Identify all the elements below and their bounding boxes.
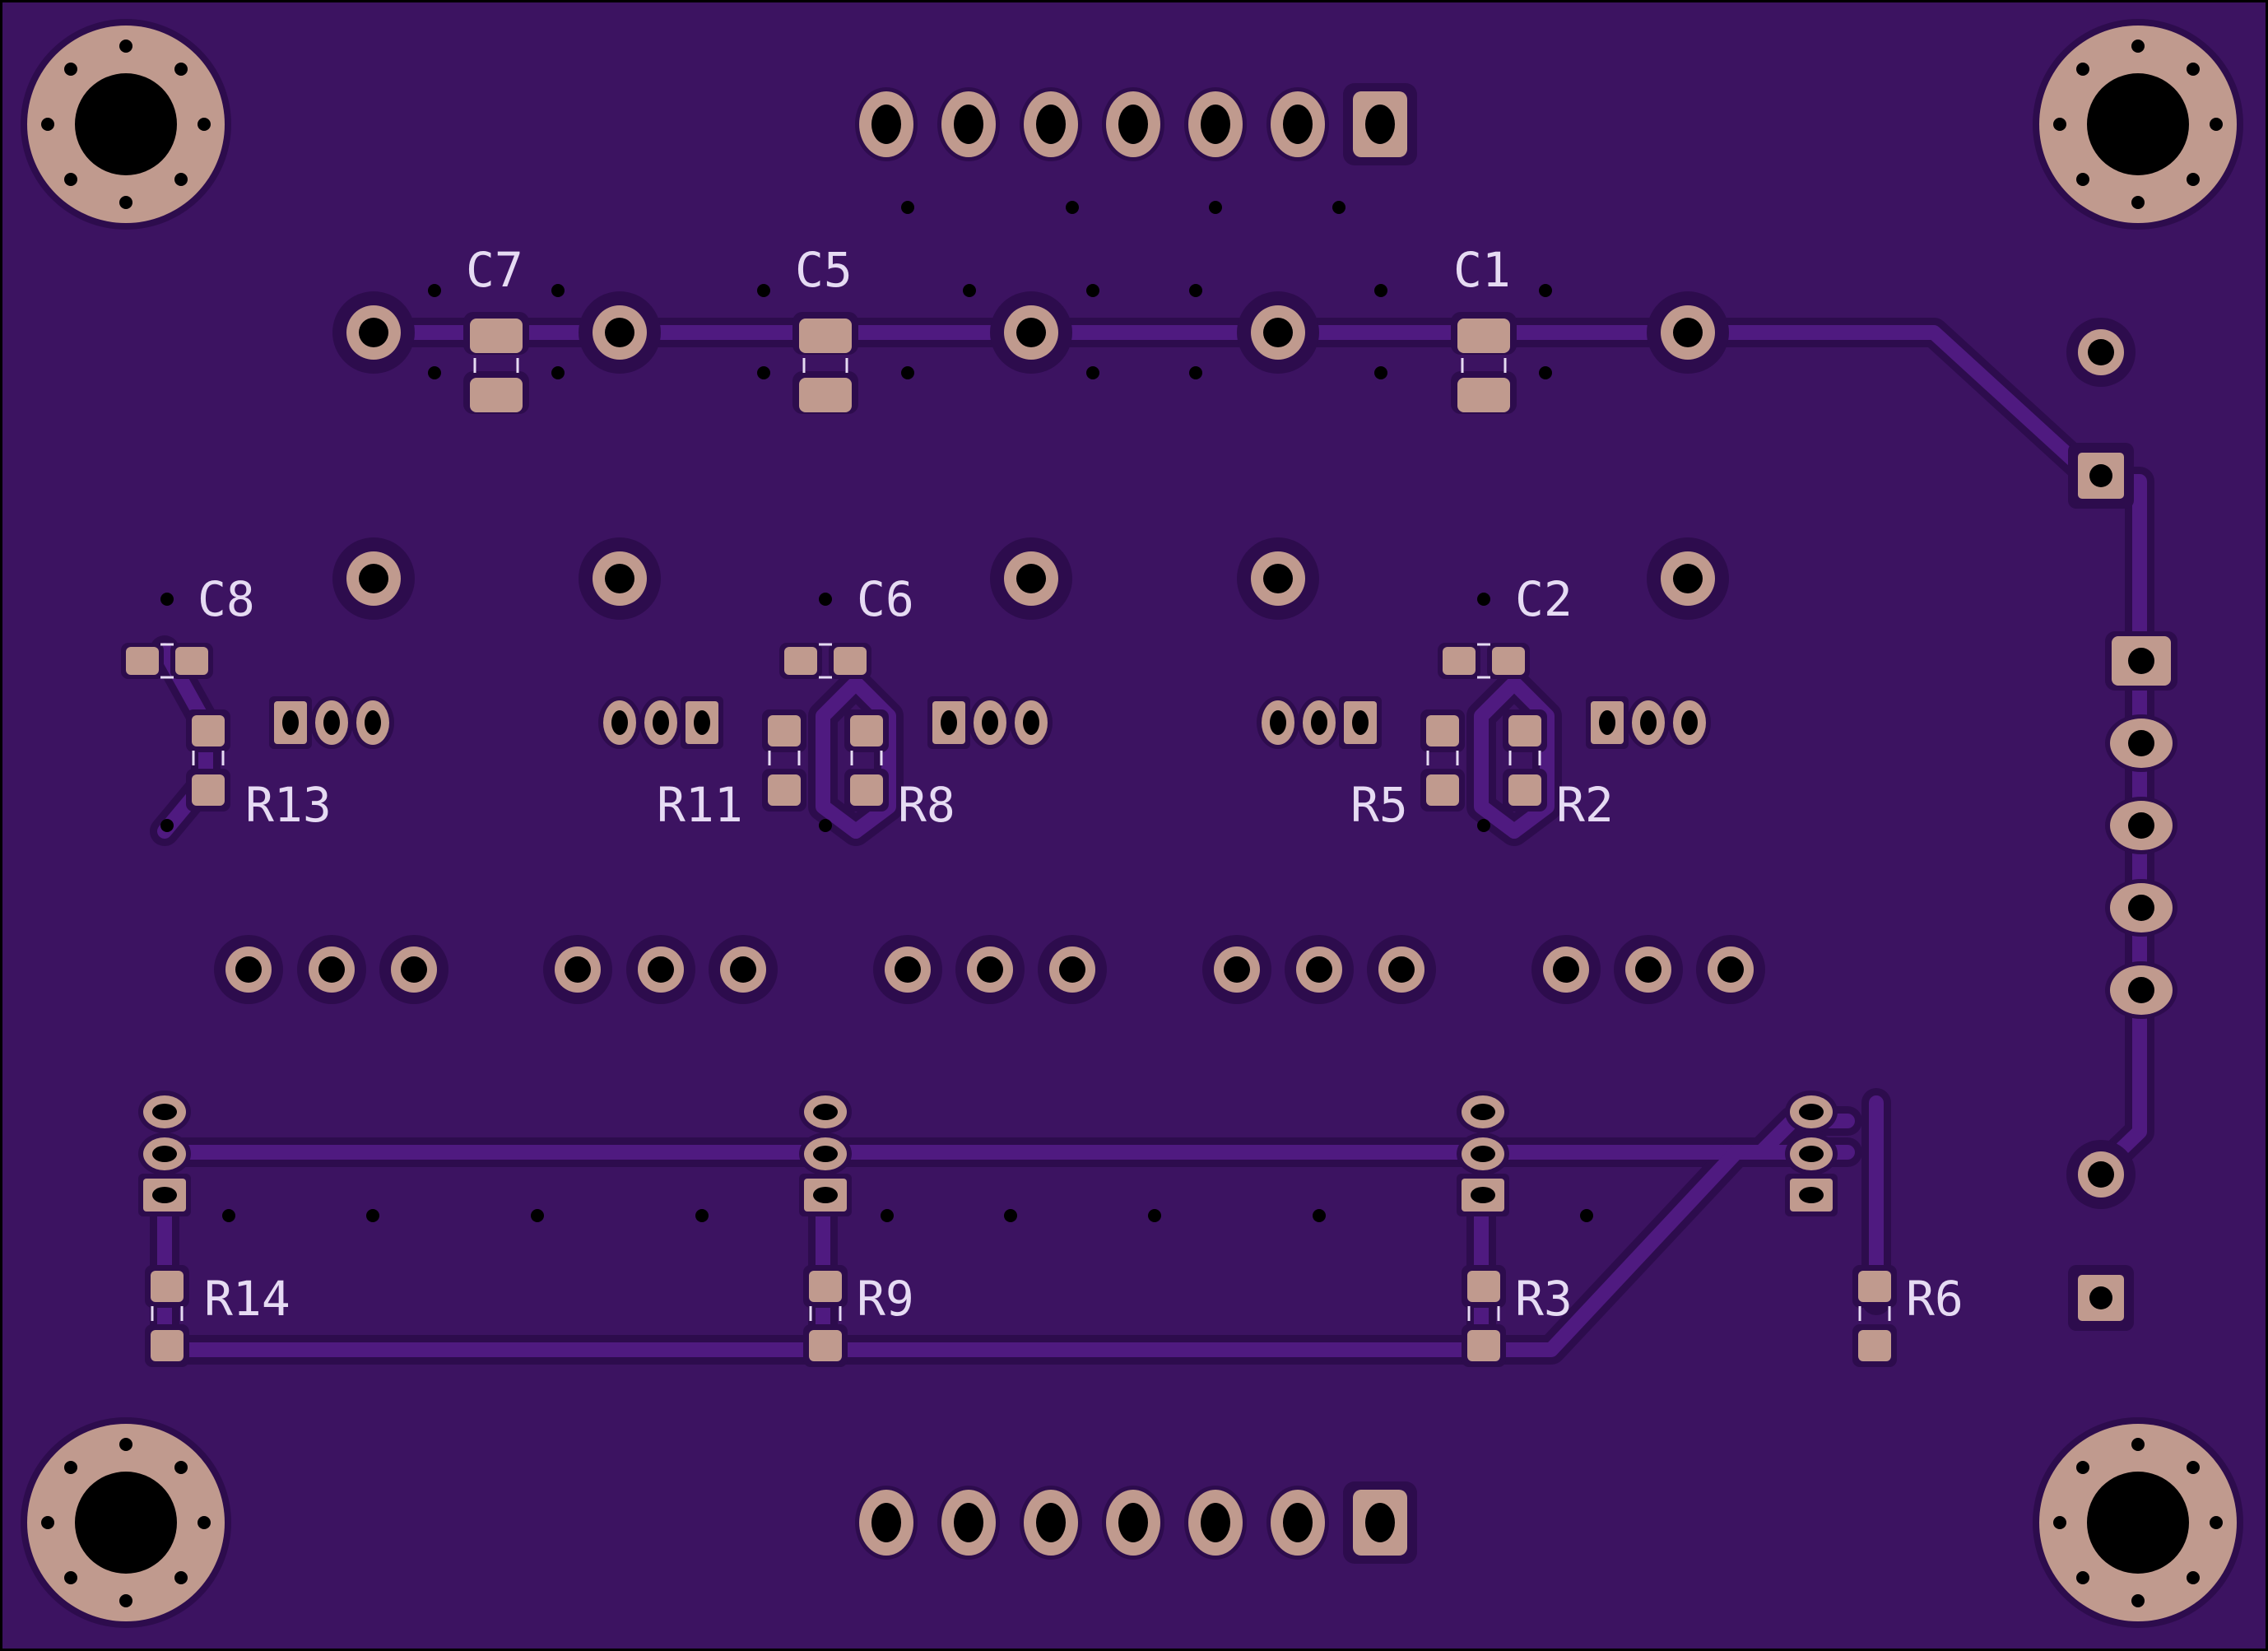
label-r9: R9 bbox=[857, 1271, 914, 1327]
label-r2: R2 bbox=[1556, 777, 1614, 833]
label-r3: R3 bbox=[1515, 1271, 1573, 1327]
label-c7: C7 bbox=[466, 242, 523, 298]
silkscreen-labels: C7 C5 C1 C8 C6 C2 R13 R11 R8 R5 R2 R14 R… bbox=[198, 242, 1964, 1327]
label-r13: R13 bbox=[245, 777, 332, 833]
label-c1: C1 bbox=[1453, 242, 1511, 298]
tht-pads-right bbox=[2066, 318, 2136, 1331]
vias bbox=[160, 201, 1593, 1222]
label-c8: C8 bbox=[198, 571, 255, 627]
label-c6: C6 bbox=[857, 571, 914, 627]
label-r11: R11 bbox=[657, 777, 743, 833]
label-c2: C2 bbox=[1515, 571, 1573, 627]
label-r6: R6 bbox=[1906, 1271, 1964, 1327]
label-r14: R14 bbox=[204, 1271, 290, 1327]
label-r5: R5 bbox=[1350, 777, 1408, 833]
label-c5: C5 bbox=[795, 242, 853, 298]
label-r8: R8 bbox=[898, 777, 955, 833]
